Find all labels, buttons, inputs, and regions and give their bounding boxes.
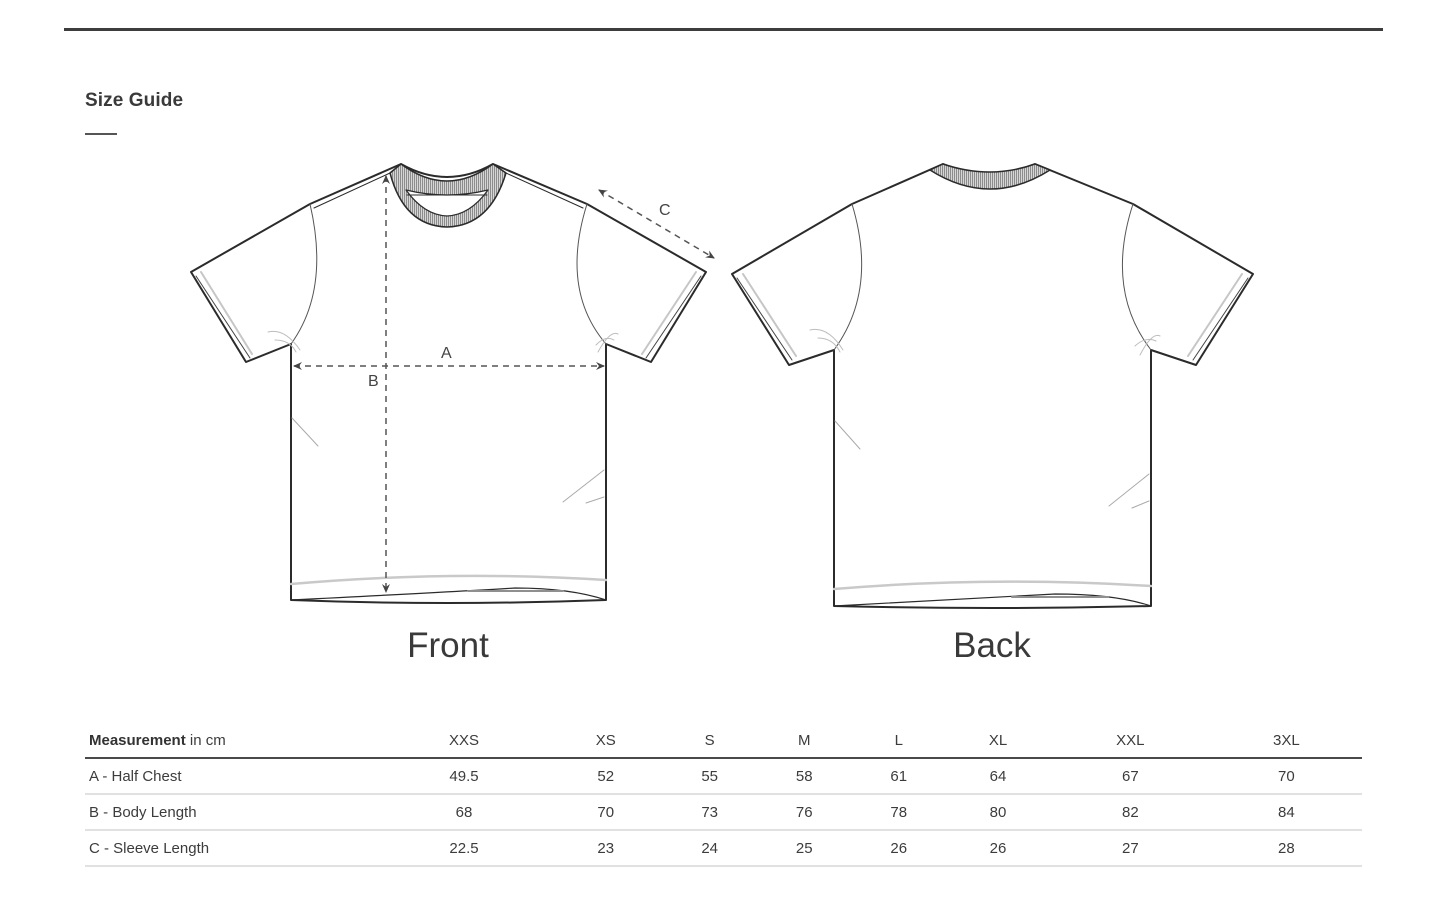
table-cell: 23 — [549, 830, 663, 867]
back-view-label: Back — [953, 626, 1031, 665]
title-underline — [85, 133, 117, 135]
table-cell: 22.5 — [379, 830, 550, 867]
table-cell: 26 — [851, 830, 947, 867]
row-label-half-chest: A - Half Chest — [85, 758, 379, 795]
table-cell: 28 — [1210, 830, 1362, 867]
table-cell: 68 — [379, 794, 550, 831]
measurement-header: Measurement in cm — [85, 723, 379, 759]
table-cell: 49.5 — [379, 758, 550, 795]
table-cell: 24 — [662, 830, 757, 867]
top-divider — [64, 28, 1383, 31]
row-label-sleeve-length: C - Sleeve Length — [85, 830, 379, 867]
table-cell: 64 — [946, 758, 1051, 795]
table-cell: 61 — [851, 758, 947, 795]
dimension-b-label: B — [368, 373, 379, 390]
dimension-c-label: C — [659, 202, 671, 219]
size-header-m: M — [756, 723, 852, 759]
table-cell: 73 — [662, 794, 757, 831]
row-label-body-length: B - Body Length — [85, 794, 379, 831]
table-cell: 78 — [851, 794, 947, 831]
table-cell: 25 — [756, 830, 852, 867]
table-cell: 70 — [549, 794, 663, 831]
table-header-row: Measurement in cm XXS XS S M L XL XXL 3X… — [85, 723, 1362, 759]
dimension-a-label: A — [441, 345, 452, 362]
table-cell: 52 — [549, 758, 663, 795]
tshirt-diagram — [190, 163, 1254, 609]
size-header-xxs: XXS — [379, 723, 550, 759]
size-header-3xl: 3XL — [1210, 723, 1362, 759]
table-cell: 67 — [1050, 758, 1211, 795]
table-cell: 26 — [946, 830, 1051, 867]
front-measure-lines — [293, 175, 715, 593]
table-cell: 27 — [1050, 830, 1211, 867]
measurement-header-unit: in cm — [185, 731, 226, 749]
back-tshirt-drawing — [731, 163, 1254, 609]
table-cell: 55 — [662, 758, 757, 795]
table-row: B - Body Length 68 70 73 76 78 80 82 84 — [85, 794, 1362, 831]
table-cell: 58 — [756, 758, 852, 795]
size-header-l: L — [851, 723, 947, 759]
size-header-xs: XS — [549, 723, 663, 759]
front-view-label: Front — [407, 626, 489, 665]
size-header-xl: XL — [946, 723, 1051, 759]
table-cell: 80 — [946, 794, 1051, 831]
measurement-header-label: Measurement — [89, 731, 186, 749]
size-header-s: S — [662, 723, 757, 759]
table-row: C - Sleeve Length 22.5 23 24 25 26 26 27… — [85, 830, 1362, 867]
size-header-xxl: XXL — [1050, 723, 1211, 759]
table-cell: 82 — [1050, 794, 1211, 831]
table-cell: 76 — [756, 794, 852, 831]
front-tshirt-drawing — [190, 163, 707, 604]
table-cell: 70 — [1210, 758, 1362, 795]
size-table: Measurement in cm XXS XS S M L XL XXL 3X… — [85, 723, 1362, 867]
table-cell: 84 — [1210, 794, 1362, 831]
table-row: A - Half Chest 49.5 52 55 58 61 64 67 70 — [85, 758, 1362, 795]
page-title: Size Guide — [85, 90, 184, 111]
